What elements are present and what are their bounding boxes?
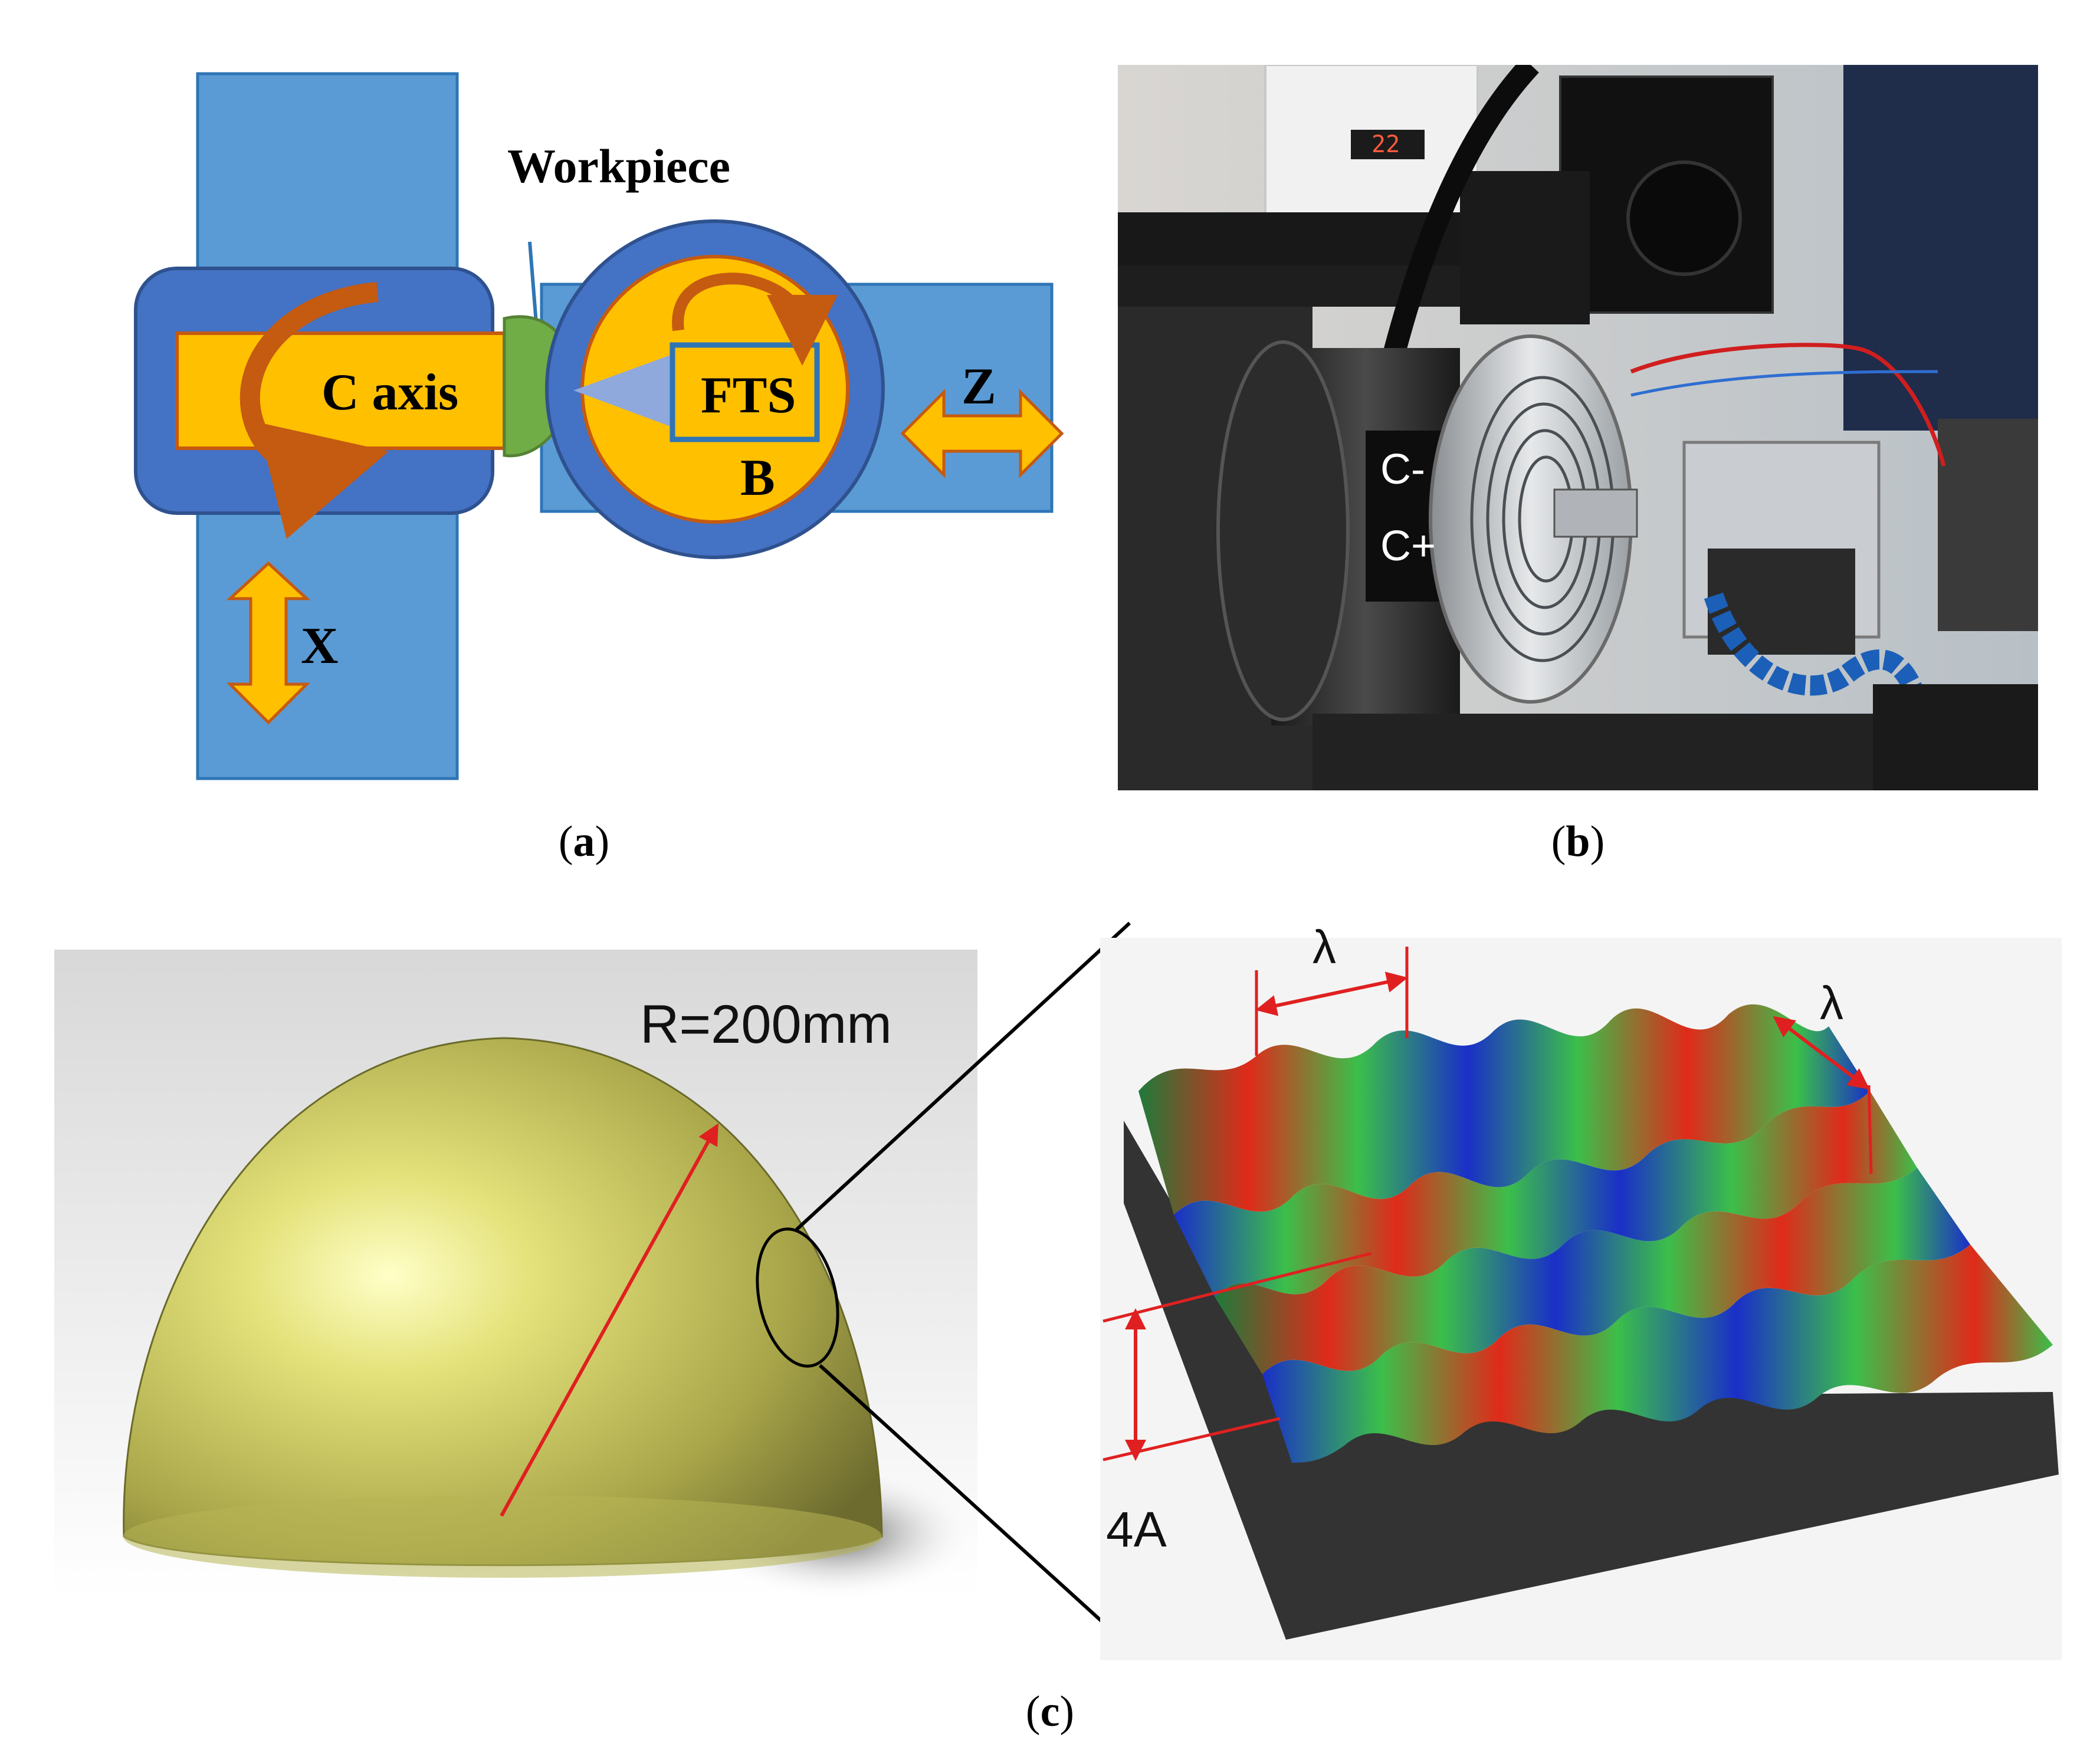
zoom-line-top xyxy=(795,921,1131,1232)
b-label: B xyxy=(740,449,775,507)
workpiece-label: Workpiece xyxy=(507,139,731,193)
panel-c-drawing xyxy=(54,921,2062,1660)
radius-arrow xyxy=(500,1123,718,1517)
c-axis-label: C axis xyxy=(321,364,459,421)
lambda-tick-right-2 xyxy=(1867,1085,1873,1174)
lathe-photo-illustration xyxy=(1118,65,2038,790)
ac-display xyxy=(1351,130,1425,159)
panel-a-drawing xyxy=(134,72,1064,780)
z-label: Z xyxy=(962,358,996,415)
caption-a: (a) xyxy=(558,817,610,866)
zoom-line-bottom xyxy=(818,1364,1111,1630)
curtain xyxy=(1843,65,2038,431)
zoom-circle xyxy=(756,1227,839,1368)
tool-holder-shaft xyxy=(1553,488,1638,538)
caption-a-letter: a xyxy=(573,817,595,866)
x-double-arrow xyxy=(226,561,311,725)
camera-lens xyxy=(1626,160,1742,276)
c-axis-rotation-arrow xyxy=(239,282,389,539)
fts-label: FTS xyxy=(701,367,796,424)
c-plus-label: C+ xyxy=(1380,523,1436,570)
b-axis-rotation-arrow xyxy=(672,272,838,366)
pneumatic-tube xyxy=(1630,343,1946,467)
amplitude-label: 4A xyxy=(1106,1502,1167,1557)
x-label: X xyxy=(301,618,339,675)
caption-b: (b) xyxy=(1551,817,1605,866)
caption-b-letter: b xyxy=(1566,817,1590,866)
coolant-hose xyxy=(1704,592,1930,716)
display-readout: 22 xyxy=(1371,131,1400,158)
caption-c: (c) xyxy=(1025,1687,1075,1736)
caption-c-letter: c xyxy=(1040,1687,1060,1736)
lambda-label-top: λ xyxy=(1312,921,1336,973)
panel-a-schematic: Workpiece C axis FTS B Z X xyxy=(0,0,1074,802)
wave-block-base xyxy=(1124,1121,2059,1640)
workpiece-pointer xyxy=(528,241,539,331)
amplitude-line-top xyxy=(1102,1252,1372,1323)
panel-b-photo: 22 C- C+ xyxy=(1118,65,2038,790)
z-double-arrow xyxy=(900,388,1064,479)
lambda-label-right: λ xyxy=(1820,977,1843,1029)
radius-label: R=200mm xyxy=(640,994,892,1055)
panel-c: R=200mm λ λ 4A xyxy=(0,897,2100,1675)
lambda-arrow-right xyxy=(1773,1016,1870,1090)
lambda-arrow-top xyxy=(1255,971,1408,1016)
wave-surface xyxy=(1138,1004,2053,1463)
xy-stage xyxy=(1938,419,2038,631)
c-minus-label: C- xyxy=(1380,446,1425,493)
